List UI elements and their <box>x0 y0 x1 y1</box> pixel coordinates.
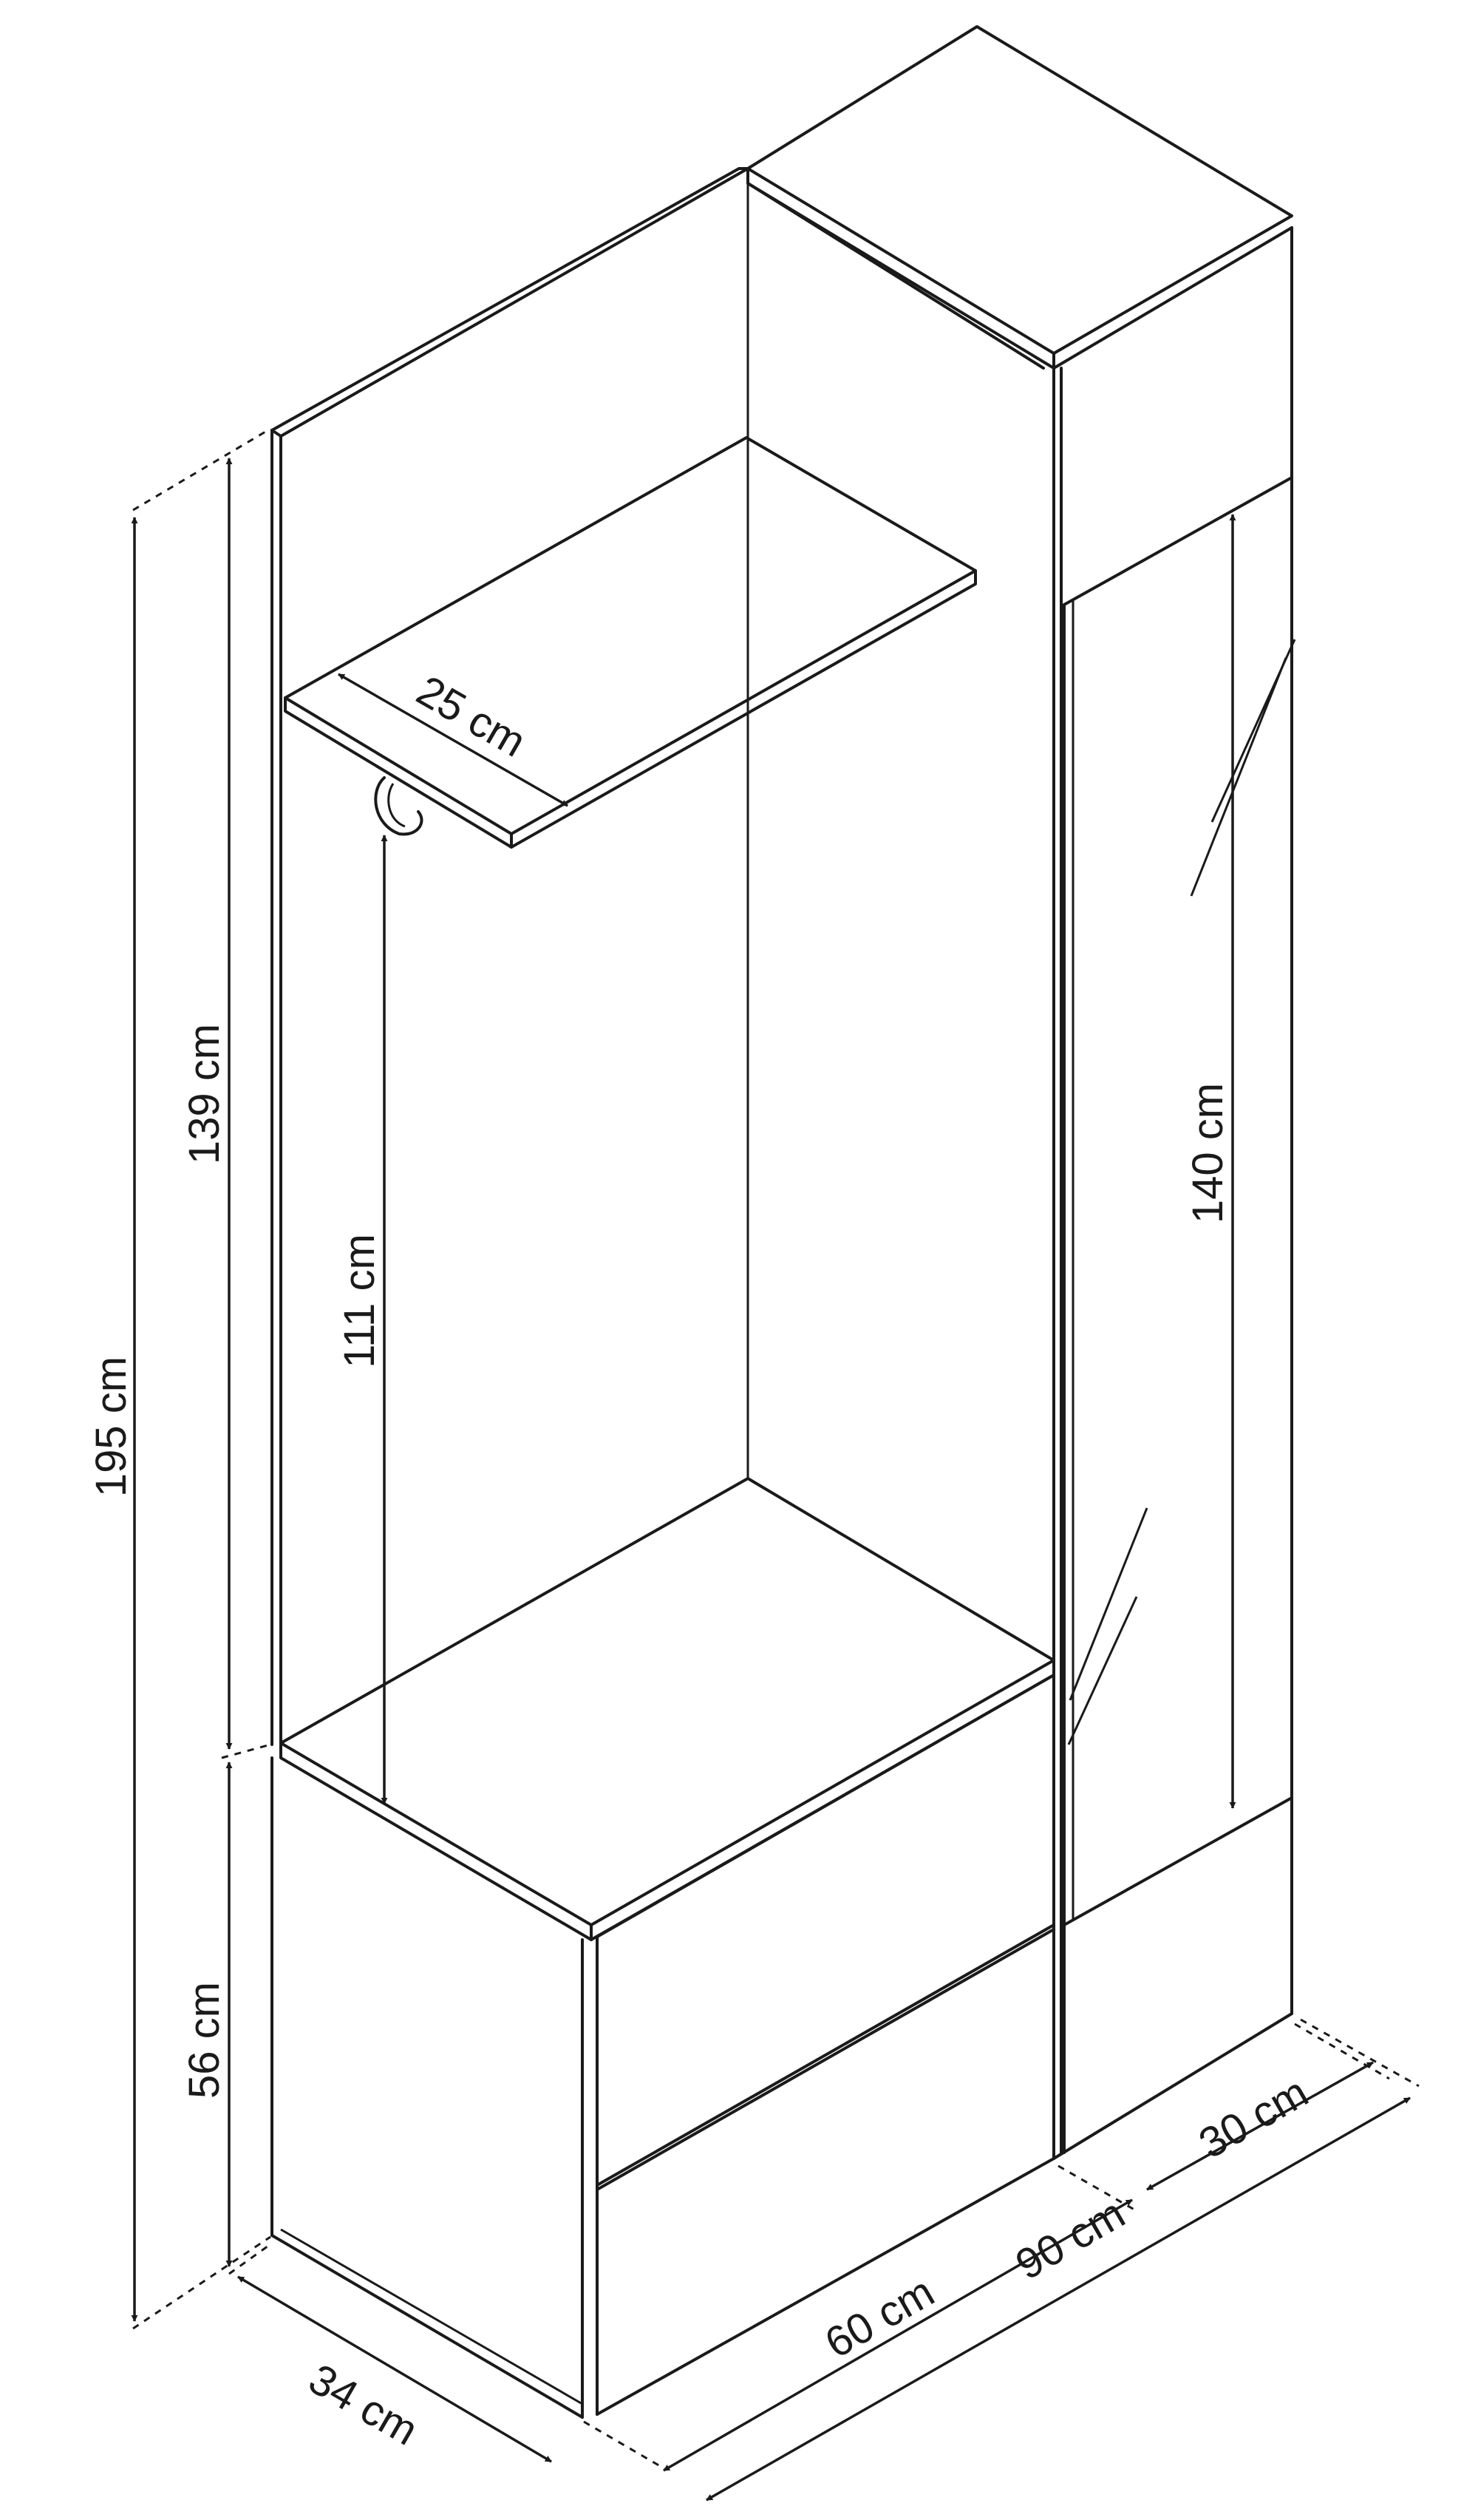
top-shelf <box>284 436 977 849</box>
label-mirror-height: 140 cm <box>1184 1083 1232 1223</box>
label-total-width: 90 cm <box>1008 2189 1133 2289</box>
hook-icon <box>374 776 423 836</box>
label-hanging-clearance: 111 cm <box>336 1234 384 1368</box>
label-lower-height: 56 cm <box>180 1982 228 2099</box>
dimension-lines <box>131 427 1420 2502</box>
bench-seat <box>279 1477 1055 1941</box>
label-upper-height: 139 cm <box>180 1024 228 1164</box>
label-cabinet-width: 30 cm <box>1191 2068 1316 2167</box>
label-depth: 34 cm <box>301 2354 426 2454</box>
label-bench-width: 60 cm <box>817 2267 942 2367</box>
open-hall-section <box>270 167 1055 2419</box>
label-total-height: 195 cm <box>87 1356 135 1497</box>
mirror-reflection <box>1067 639 1296 1745</box>
